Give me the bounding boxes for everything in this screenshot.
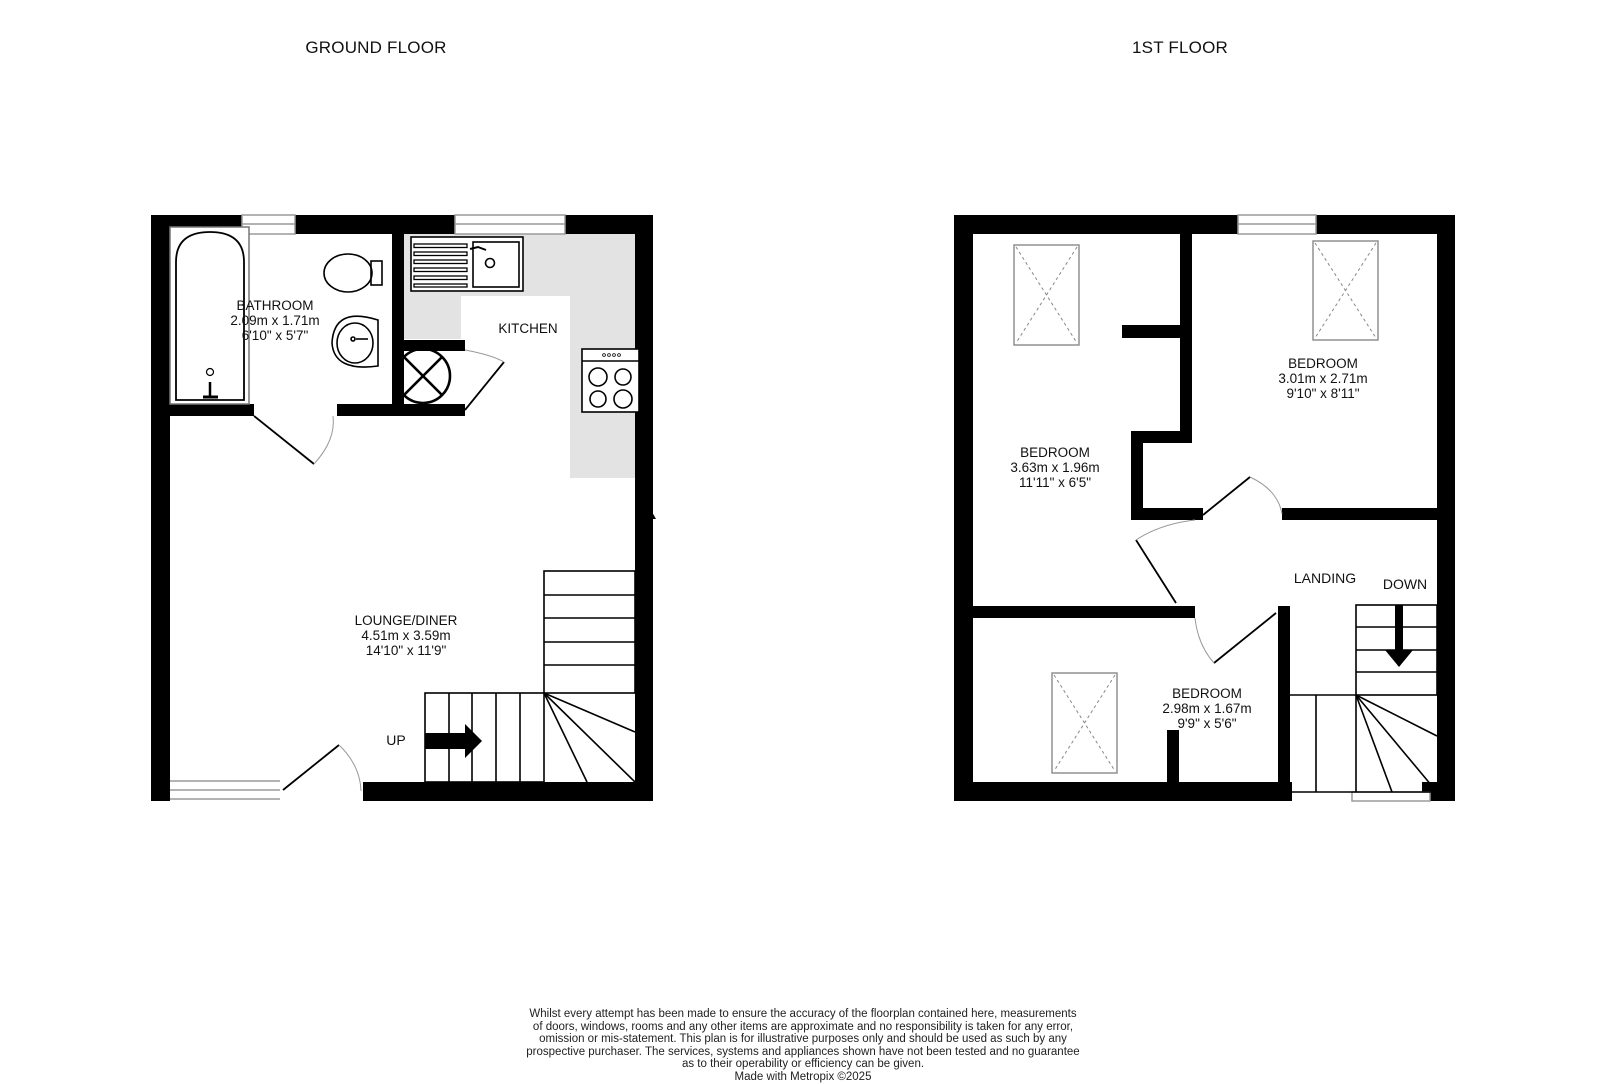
door-swing xyxy=(1135,476,1283,664)
room-label-bedroom-2: BEDROOM 3.01m x 2.71m 9'10" x 8'11" xyxy=(1278,356,1367,401)
window xyxy=(1237,214,1431,802)
room-size-imperial: 11'11" x 6'5" xyxy=(1018,475,1092,490)
disclaimer: Whilst every attempt has been made to en… xyxy=(493,1008,1113,1084)
room-size-metric: 3.01m x 2.71m xyxy=(1278,371,1368,386)
disclaimer-line: prospective purchaser. The services, sys… xyxy=(526,1045,1080,1058)
room-name: BEDROOM xyxy=(1020,445,1090,460)
disclaimer-line: of doors, windows, rooms and any other i… xyxy=(532,1020,1074,1033)
door-swing xyxy=(253,349,505,792)
room-name: LOUNGE/DINER xyxy=(354,613,458,628)
disclaimer-line: as to their operability or efficiency ca… xyxy=(681,1058,925,1071)
entrance-marker-icon xyxy=(647,503,656,519)
stairs-up-arrow-icon xyxy=(425,724,482,758)
stairs-up-label: UP xyxy=(386,732,406,748)
room-name: KITCHEN xyxy=(498,321,558,336)
toilet-icon xyxy=(323,253,383,293)
room-label-kitchen: KITCHEN xyxy=(498,321,557,336)
room-size-imperial: 6'10" x 5'7" xyxy=(241,328,309,343)
boiler-icon xyxy=(394,347,452,405)
credit: Made with Metropix ©2025 xyxy=(734,1070,872,1083)
skylight-icon xyxy=(1013,240,1379,774)
stairs-down-arrow-icon xyxy=(1385,605,1413,667)
room-size-metric: 2.98m x 1.67m xyxy=(1162,701,1252,716)
staircase xyxy=(1290,604,1438,793)
room-size-metric: 4.51m x 3.59m xyxy=(361,628,451,643)
room-size-metric: 2.09m x 1.71m xyxy=(230,313,320,328)
first-floor-title: 1ST FLOOR xyxy=(1132,38,1228,57)
first-floor-plan xyxy=(954,214,1455,802)
bath-icon xyxy=(169,226,250,405)
room-size-imperial: 9'9" x 5'6" xyxy=(1177,716,1237,731)
room-name: BEDROOM xyxy=(1288,356,1358,371)
disclaimer-line: Whilst every attempt has been made to en… xyxy=(529,1008,1077,1020)
window xyxy=(170,214,566,800)
room-size-imperial: 9'10" x 8'11" xyxy=(1286,386,1360,401)
room-name: BATHROOM xyxy=(236,298,314,313)
room-name: BEDROOM xyxy=(1172,686,1242,701)
room-label-bedroom-3: BEDROOM 2.98m x 1.67m 9'9" x 5'6" xyxy=(1162,686,1251,731)
staircase xyxy=(424,570,636,783)
basin-icon xyxy=(331,315,379,368)
room-size-imperial: 14'10" x 11'9" xyxy=(365,643,447,658)
room-size-metric: 3.63m x 1.96m xyxy=(1010,460,1100,475)
room-label-bedroom-1: BEDROOM 3.63m x 1.96m 11'11" x 6'5" xyxy=(1010,445,1099,490)
hob-icon xyxy=(581,348,640,413)
room-label-landing: LANDING xyxy=(1293,570,1357,586)
room-label-bathroom: BATHROOM 2.09m x 1.71m 6'10" x 5'7" xyxy=(230,298,319,343)
ground-floor-title: GROUND FLOOR xyxy=(305,38,447,57)
disclaimer-line: omission or mis-statement. This plan is … xyxy=(539,1033,1067,1046)
ground-floor-plan xyxy=(151,214,656,801)
kitchen-sink-icon xyxy=(410,236,524,292)
stairs-down-label: DOWN xyxy=(1382,576,1428,592)
room-label-lounge-diner: LOUNGE/DINER 4.51m x 3.59m 14'10" x 11'9… xyxy=(355,613,458,658)
